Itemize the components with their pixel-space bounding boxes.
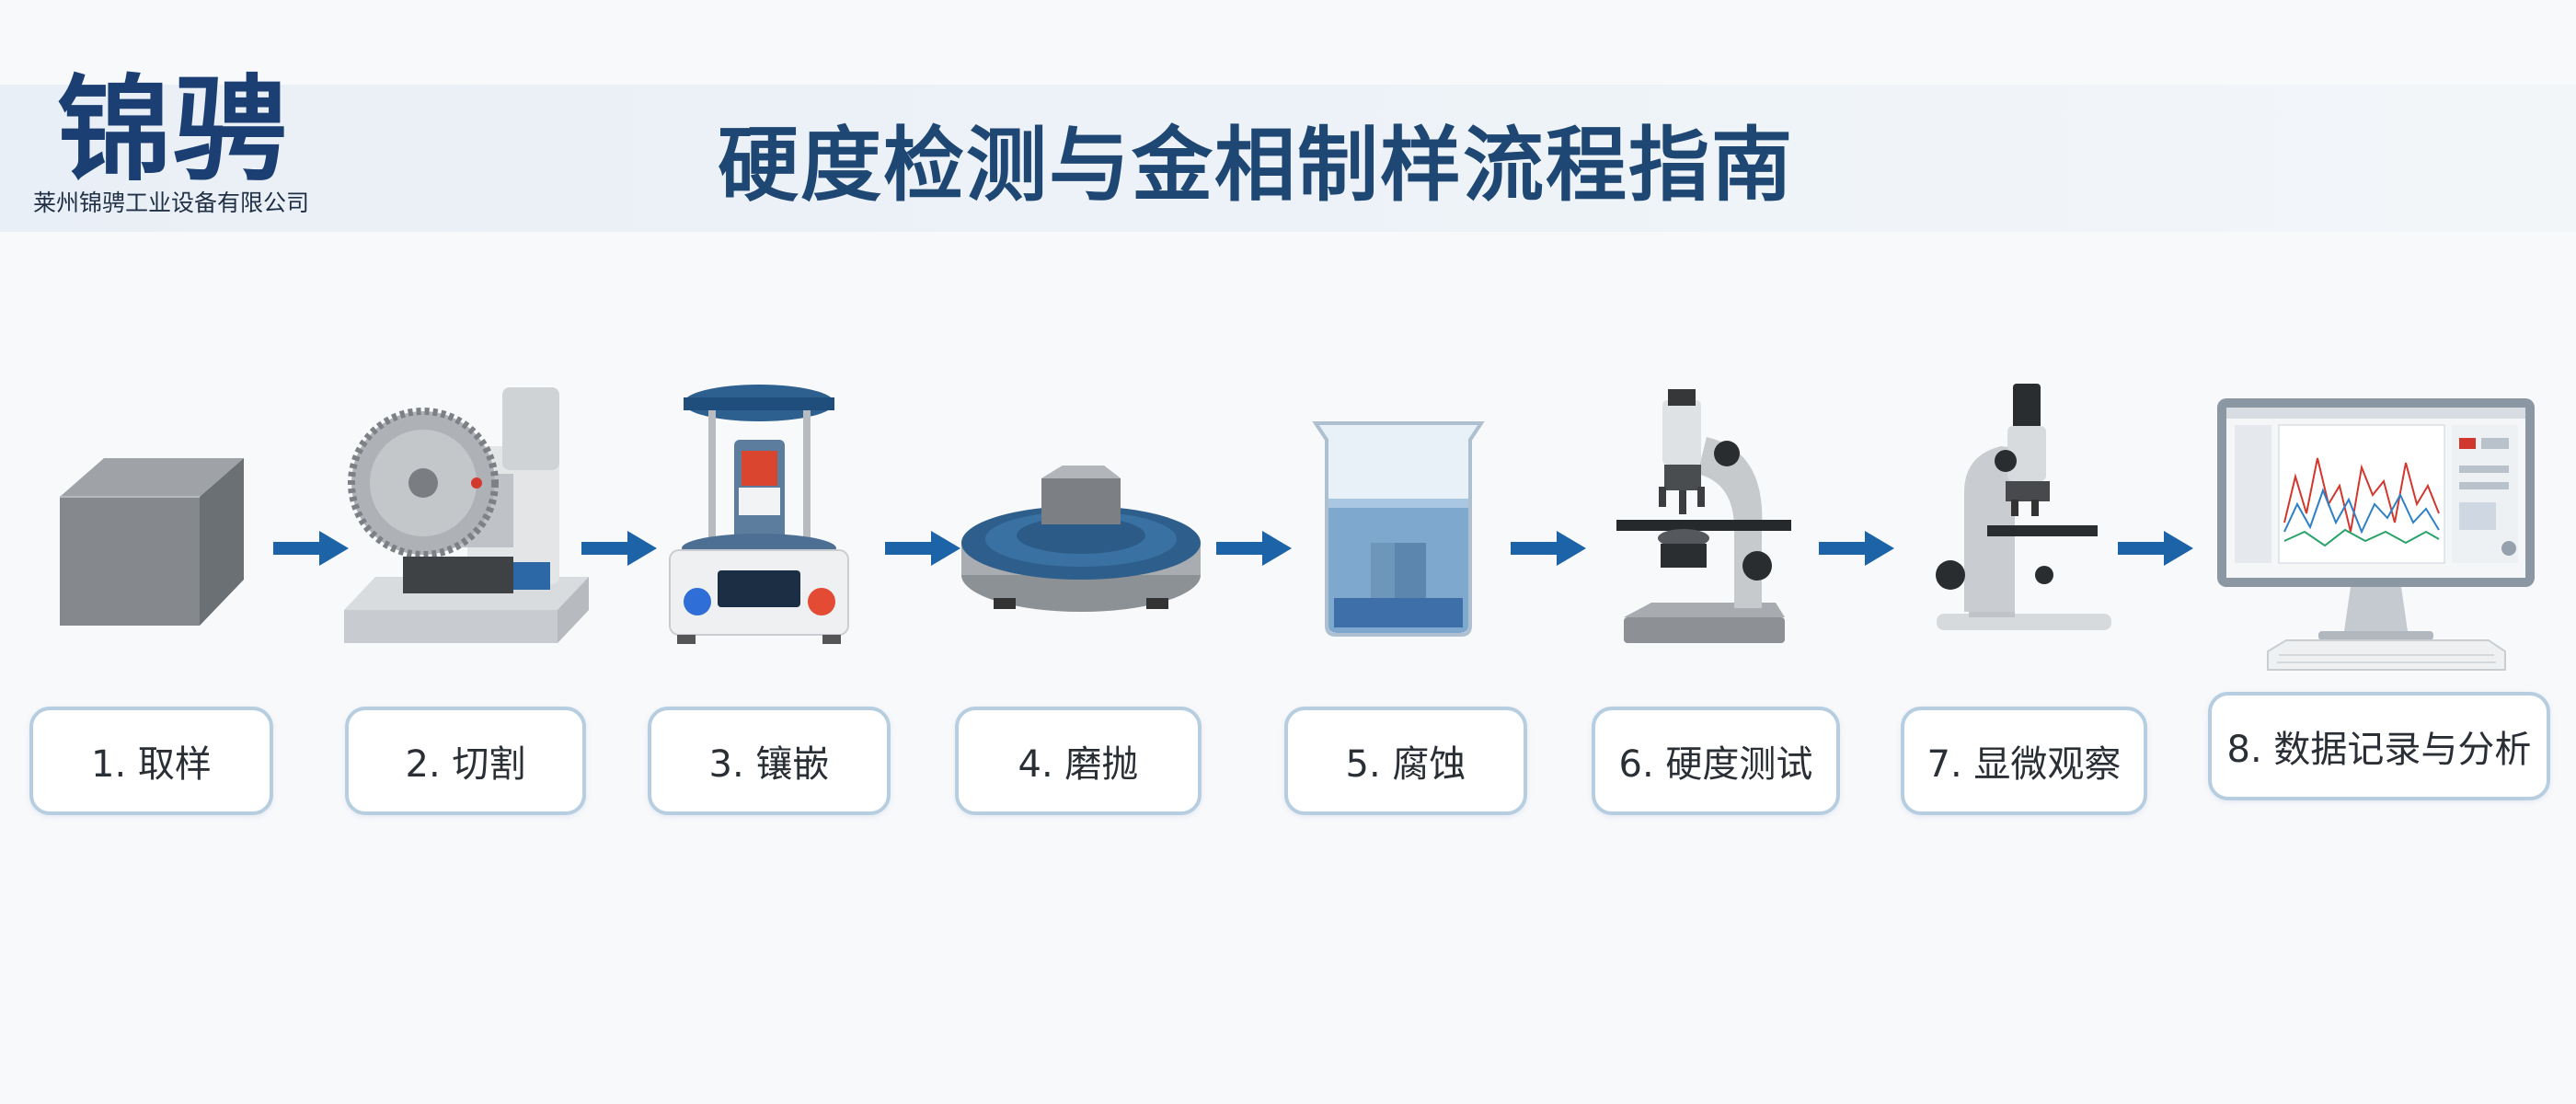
page-title: 硬度检测与金相制样流程指南: [718, 118, 1795, 213]
cutting-machine-icon: [344, 387, 589, 643]
header-banner: [0, 85, 2576, 232]
step-label-etching: 5. 腐蚀: [1284, 707, 1527, 815]
step-label-sampling: 1. 取样: [29, 707, 273, 815]
step-label-hardness-test: 6. 硬度测试: [1592, 707, 1840, 815]
flow-arrow-icon: [273, 531, 349, 566]
microscope-icon: [1936, 384, 2111, 630]
flow-arrow-icon: [1511, 531, 1586, 566]
flow-arrow-icon: [1216, 531, 1292, 566]
step-label-data-analysis: 8. 数据记录与分析: [2208, 692, 2550, 800]
step-label-grinding-polishing: 4. 磨抛: [955, 707, 1202, 815]
hardness-tester-icon: [1616, 389, 1791, 643]
company-name: 莱州锦骋工业设备有限公司: [33, 190, 310, 216]
step-label-microscopy: 7. 显微观察: [1901, 707, 2147, 815]
flow-arrow-icon: [2118, 531, 2193, 566]
step-label-cutting: 2. 切割: [345, 707, 586, 815]
computer-monitor-icon: [2217, 398, 2535, 671]
flow-arrow-icon: [1819, 531, 1894, 566]
flow-arrow-icon: [581, 531, 657, 566]
company-logo: 锦骋: [57, 64, 290, 197]
step-label-mounting: 3. 镶嵌: [648, 707, 891, 815]
metal-block-icon: [60, 458, 244, 626]
etching-beaker-icon: [1312, 421, 1485, 637]
mounting-press-icon: [669, 385, 849, 644]
polishing-machine-icon: [961, 466, 1201, 612]
flow-arrow-icon: [885, 531, 960, 566]
